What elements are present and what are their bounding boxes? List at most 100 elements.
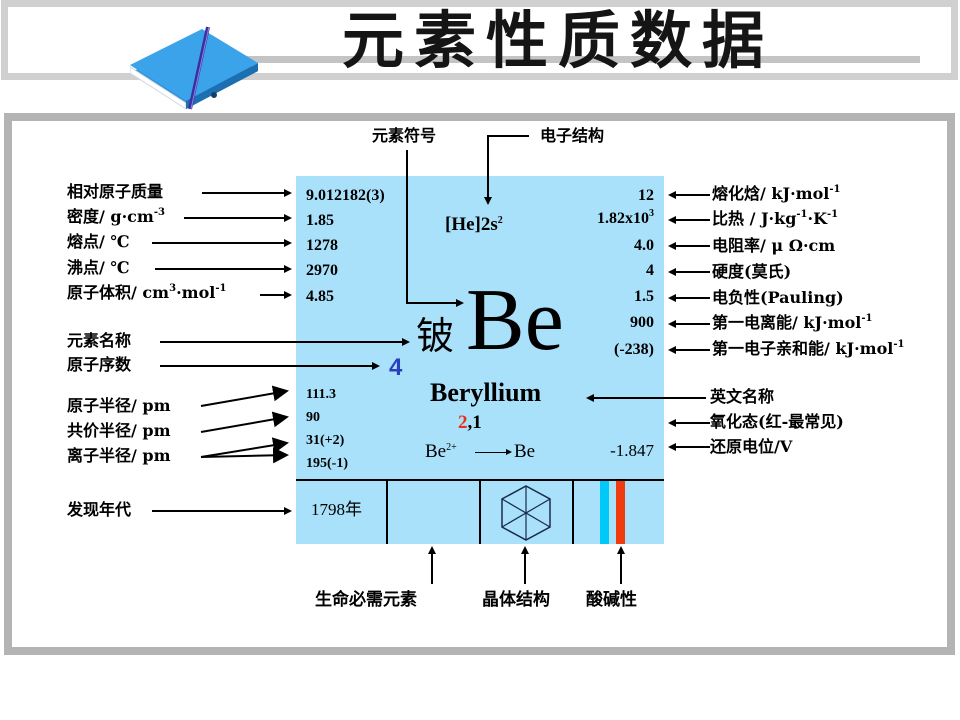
arrow-head-icon <box>284 291 292 299</box>
electron-config-base: [He]2s <box>445 214 498 235</box>
symbol-connector-h <box>406 302 458 304</box>
radius-arrows <box>200 385 289 464</box>
discovery-year-value: 1798年 <box>311 500 362 519</box>
arrow-head-icon <box>284 265 292 273</box>
label-discovery-year: 发现年代 <box>67 500 132 519</box>
ionic-radius-value-2: 195(-1) <box>306 456 348 471</box>
label-specific-heat-exp2: -1 <box>827 209 839 220</box>
atomic-radius-value: 111.3 <box>306 387 336 402</box>
label-electron-affinity-exp: -1 <box>893 339 905 350</box>
first-ionization-value: 900 <box>630 314 654 331</box>
label-atomic-volume-exp2: -1 <box>215 283 227 294</box>
arrow-electron-affinity <box>674 349 710 351</box>
atomic-number-value: 4 <box>389 354 403 381</box>
label-electron-affinity-text: 第一电子亲和能/ kJ·mol <box>712 339 894 358</box>
arrow-head-icon <box>668 216 676 224</box>
oxidation-other: ,1 <box>467 412 482 433</box>
arrow-head-icon <box>428 546 436 554</box>
arrow-acid-base <box>620 552 622 584</box>
label-melting-point: 熔点/ ℃ <box>67 232 130 251</box>
arrow-oxidation-state <box>674 422 710 424</box>
label-specific-heat-mid: ·K <box>807 209 827 228</box>
arrow-head-icon <box>284 507 292 515</box>
specific-heat-exp: 3 <box>649 208 654 219</box>
arrow-head-icon <box>456 299 464 307</box>
arrow-atomic-volume <box>260 294 286 296</box>
arrow-boiling-point <box>155 268 286 270</box>
arrow-heat-of-fusion <box>674 194 710 196</box>
arrow-english-name <box>592 397 706 399</box>
reduction-arrow-line <box>475 452 509 453</box>
electron-config-connector <box>487 135 489 199</box>
label-first-ionization-text: 第一电离能/ kJ·mol <box>712 313 862 332</box>
label-electron-affinity: 第一电子亲和能/ kJ·mol-1 <box>712 339 904 359</box>
reduction-to: Be <box>514 441 536 462</box>
label-specific-heat-exp1: -1 <box>796 209 808 220</box>
arrow-essential-element <box>431 552 433 584</box>
electron-config-value: [He]2s2 <box>445 215 503 235</box>
label-english-name: 英文名称 <box>710 387 775 406</box>
label-density-text: 密度/ g·cm <box>67 207 154 226</box>
element-chinese-name: 铍 <box>416 314 455 358</box>
label-reduction-potential: 还原电位/V <box>710 437 793 456</box>
label-density-exp: -3 <box>153 207 165 218</box>
arrow-hardness <box>674 271 710 273</box>
label-heat-of-fusion-exp: -1 <box>829 184 841 195</box>
arrow-head-icon <box>372 362 380 370</box>
arrow-head-icon <box>668 346 676 354</box>
card-cell-divider <box>479 480 481 544</box>
arrow-head-icon <box>617 546 625 554</box>
specific-heat-base: 1.82x10 <box>597 210 649 227</box>
arrow-head-icon <box>668 242 676 250</box>
label-crystal-structure: 晶体结构 <box>482 590 550 610</box>
ionic-radius-value-1: 31(+2) <box>306 433 345 448</box>
label-density: 密度/ g·cm-3 <box>67 207 165 227</box>
oxidation-state-value: 2,1 <box>458 412 482 434</box>
arrow-element-name <box>160 341 404 343</box>
arrow-atomic-mass <box>202 192 286 194</box>
label-ionic-radius: 离子半径/ pm <box>67 446 171 465</box>
boiling-point-value: 2970 <box>306 262 338 279</box>
oxidation-common: 2 <box>458 412 468 433</box>
label-boiling-point: 沸点/ ℃ <box>67 258 130 277</box>
label-atomic-volume-mid: ·mol <box>176 283 216 302</box>
electron-affinity-value: (-238) <box>614 341 654 358</box>
binder-with-pen-icon <box>129 25 290 110</box>
english-name-value: Beryllium <box>430 378 542 407</box>
resistivity-value: 4.0 <box>634 237 654 254</box>
label-atomic-volume-text: 原子体积/ cm <box>67 283 170 302</box>
arrow-head-icon <box>668 443 676 451</box>
arrow-electronegativity <box>674 297 710 299</box>
density-value: 1.85 <box>306 212 334 229</box>
arrow-first-ionization <box>674 323 710 325</box>
label-hardness: 硬度(莫氏) <box>712 262 792 281</box>
arrow-head-icon <box>586 394 594 402</box>
arrow-atomic-number <box>160 365 374 367</box>
arrow-resistivity <box>674 245 710 247</box>
heat-of-fusion-value: 12 <box>638 187 654 204</box>
arrow-head-icon <box>521 546 529 554</box>
acid-base-bar-red <box>616 481 625 544</box>
reduction-from: Be2+ <box>425 441 457 463</box>
label-atomic-volume-exp1: 3 <box>169 283 177 294</box>
label-covalent-radius: 共价半径/ pm <box>67 421 171 440</box>
specific-heat-value: 1.82x103 <box>597 209 654 229</box>
label-acid-base: 酸碱性 <box>586 590 637 610</box>
reduction-from-base: Be <box>425 441 447 462</box>
hardness-value: 4 <box>646 262 654 279</box>
arrow-head-icon <box>402 338 410 346</box>
arrow-specific-heat <box>674 219 710 221</box>
arrow-head-icon <box>668 191 676 199</box>
arrow-head-icon <box>484 197 492 205</box>
reduction-from-charge: 2+ <box>446 442 457 453</box>
arrow-head-icon <box>668 320 676 328</box>
label-element-name: 元素名称 <box>67 331 132 350</box>
atomic-mass-value: 9.012182(3) <box>306 187 385 204</box>
reduction-arrow-head-icon <box>506 449 512 455</box>
arrow-head-icon <box>668 294 676 302</box>
label-specific-heat-text: 比热 / J·kg <box>712 209 797 228</box>
label-heat-of-fusion-text: 熔化焓/ kJ·mol <box>712 184 830 203</box>
card-cell-divider <box>572 480 574 544</box>
symbol-connector <box>406 150 408 304</box>
arrow-head-icon <box>668 419 676 427</box>
